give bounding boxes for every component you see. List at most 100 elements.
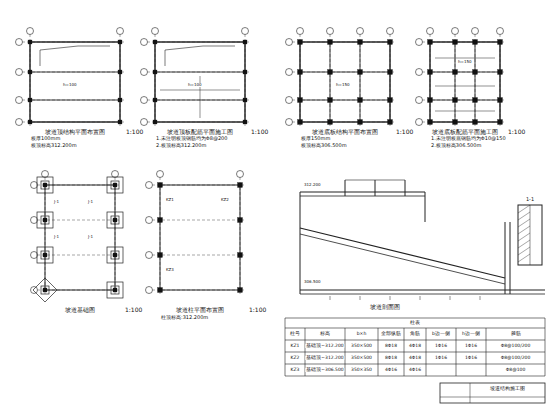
drawing-rect <box>298 70 303 75</box>
drawing-rect <box>158 218 163 223</box>
drawing-rect <box>358 98 363 103</box>
drawing-rect <box>328 120 333 125</box>
drawing-line <box>545 328 546 376</box>
drawing-rect <box>238 253 243 258</box>
drawing-line <box>510 222 511 294</box>
grid-bubble <box>141 97 148 104</box>
grid-bubble <box>152 28 159 35</box>
drawing-label: 坡道顶结构平面布置图 <box>44 129 106 135</box>
drawing-line <box>285 328 545 329</box>
table-cell: 标高 <box>319 332 331 337</box>
grid-bubble <box>146 287 153 294</box>
drawing-line <box>300 196 425 197</box>
drawing-label: 1.未注明板底钢筋均为Φ10@150 <box>430 136 507 141</box>
drawing-line <box>450 296 451 300</box>
drawing-rect <box>428 98 433 103</box>
drawing-line <box>292 100 394 101</box>
drawing-label: 1:100 <box>125 129 144 135</box>
table-cell: 8Φ18 <box>384 356 398 361</box>
drawing-line <box>440 397 545 398</box>
drawing-line <box>300 228 505 278</box>
table-cell: 角筋 <box>409 332 421 337</box>
drawing-line <box>30 122 120 123</box>
drawing-line <box>518 247 530 255</box>
drawing-line <box>30 100 120 101</box>
drawing-line <box>30 42 31 122</box>
drawing-line <box>147 72 249 73</box>
drawing-line <box>300 42 390 43</box>
drawing-rect <box>388 98 393 103</box>
drawing-rect <box>498 98 503 103</box>
drawing-line <box>330 296 331 300</box>
drawing-label: 板厚150mm <box>300 136 331 141</box>
drawing-line <box>475 42 476 122</box>
drawing-line <box>292 42 394 43</box>
grid-bubble <box>416 39 423 46</box>
drawing-rect <box>153 40 157 44</box>
grid-bubble <box>31 182 38 189</box>
drawing-rect <box>107 212 123 228</box>
drawing-rect <box>28 70 32 74</box>
grid-bubble <box>16 39 23 46</box>
grid-bubble <box>286 119 293 126</box>
table-cell: b边一侧 <box>431 332 451 337</box>
drawing-rect <box>298 98 303 103</box>
drawing-line <box>245 34 246 126</box>
drawing-rect <box>300 42 390 122</box>
drawing-rect <box>153 120 157 124</box>
drawing-rect <box>428 70 433 75</box>
drawing-line <box>455 42 456 122</box>
drawing-label: 板顶标高312.200m <box>30 143 78 148</box>
drawing-label: J-1 <box>87 200 94 204</box>
table-cell: 4Φ18 <box>408 356 422 361</box>
drawing-rect <box>45 185 115 290</box>
grid-bubble <box>416 119 423 126</box>
grid-bubble <box>157 171 164 178</box>
drawing-rect <box>238 288 243 293</box>
floor-plan <box>141 28 250 127</box>
drawing-line <box>300 100 390 101</box>
drawing-rect <box>43 183 47 187</box>
grid-bubble <box>327 28 334 35</box>
grid-bubble <box>427 28 434 35</box>
drawing-rect <box>41 286 49 294</box>
drawing-line <box>30 72 120 73</box>
table-cell: KZ3 <box>290 368 301 373</box>
drawing-line <box>292 122 394 123</box>
grid-bubble <box>31 217 38 224</box>
table-cell: b×h <box>356 332 367 337</box>
drawing-line <box>378 328 379 376</box>
grid-bubble <box>31 287 38 294</box>
drawing-line <box>360 296 361 300</box>
drawing-rect <box>388 120 393 125</box>
drawing-rect <box>118 120 122 124</box>
drawing-rect <box>298 40 303 45</box>
drawing-line <box>456 328 457 376</box>
drawing-rect <box>118 70 122 74</box>
drawing-line <box>430 72 500 73</box>
drawing-rect <box>453 40 458 45</box>
drawing-line <box>155 122 245 123</box>
drawing-line <box>300 294 545 295</box>
drawing-line <box>300 191 425 192</box>
drawing-line <box>455 34 456 126</box>
table-cell: 基础顶~312.200 <box>305 356 344 361</box>
drawing-line <box>30 34 31 126</box>
drawing-rect <box>298 120 303 125</box>
table-cell: 基础顶~306.500 <box>305 368 344 373</box>
drawing-label: KZ2 <box>220 198 230 202</box>
drawing-line <box>285 318 286 328</box>
drawing-line <box>430 100 500 101</box>
drawing-rect <box>358 70 363 75</box>
drawing-line <box>152 255 244 256</box>
drawing-label: 1.未注明板顶钢筋均为Φ8@200 <box>155 136 228 141</box>
table-cell: 4Φ16 <box>384 368 398 373</box>
drawing-line <box>345 180 346 196</box>
table-cell: KZ1 <box>290 344 301 349</box>
drawing-label: 1:100 <box>124 307 143 313</box>
drawing-line <box>420 296 421 300</box>
table-cell: 柱表 <box>409 320 421 325</box>
drawing-label: 坡道剖面图 <box>369 304 401 310</box>
floor-plan <box>146 171 245 295</box>
drawing-rect <box>430 42 500 122</box>
